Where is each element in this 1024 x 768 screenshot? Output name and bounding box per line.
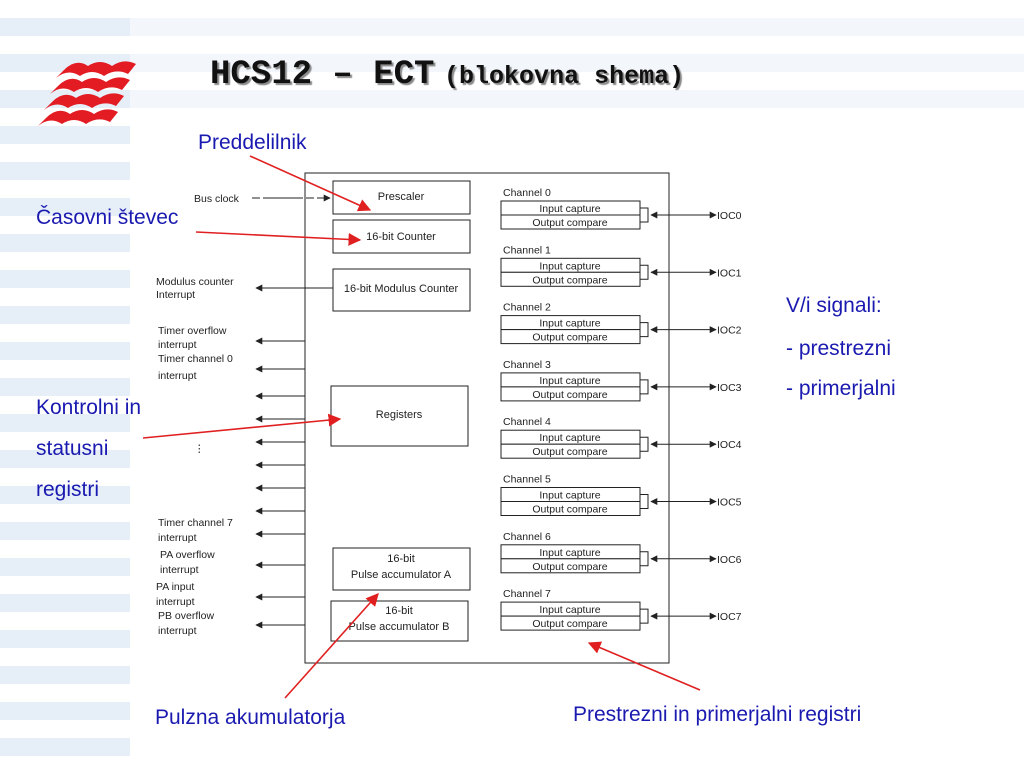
callout-pulzna: Pulzna akumulatorja [155, 706, 346, 729]
channel-2-bracket [640, 322, 649, 338]
sig-tc0-1: Timer channel 0 [158, 353, 233, 365]
sig-pain-1: PA input [156, 581, 194, 593]
channel-5-bracket [640, 494, 649, 509]
callout-arrow-counter [195, 231, 362, 246]
channel-7-input-capture-label: Input capture [539, 604, 600, 616]
channel-6-pin-label: IOC6 [717, 554, 742, 566]
channel-0-input-capture-label: Input capture [539, 203, 600, 215]
channel-2-name: Channel 2 [503, 302, 551, 314]
channel-6-bracket [640, 551, 649, 567]
callout-vi-item-2: - primerjalni [786, 377, 896, 400]
channel-7-name: Channel 7 [503, 588, 551, 600]
channel-7-output-compare-label: Output compare [532, 618, 607, 630]
callout-vi-title: V/i signali: [786, 294, 882, 317]
sig-dots: ⋮ [194, 443, 205, 455]
channel-4-pin-label: IOC4 [717, 439, 742, 451]
sig-tc0-2: interrupt [158, 370, 197, 382]
channel-5-input-capture-label: Input capture [539, 490, 600, 502]
channel-5-pin-label: IOC5 [717, 497, 742, 509]
sig-paov-2: interrupt [160, 564, 199, 576]
logo-icon [38, 61, 136, 126]
callout-arrow-pulse-acc [284, 593, 379, 699]
sig-paov-1: PA overflow [160, 549, 215, 561]
callout-prestrezni: Prestrezni in primerjalni registri [573, 703, 862, 726]
callout-kontrolni-1: Kontrolni in [36, 396, 142, 419]
title-main: HCS12 – ECT [210, 56, 435, 94]
channel-7-pin-label: IOC7 [717, 611, 742, 623]
sig-tc7-1: Timer channel 7 [158, 517, 233, 529]
prescaler-label: Prescaler [378, 191, 425, 203]
callout-arrow-registers [142, 413, 342, 439]
pa-label-2: Pulse accumulator A [351, 569, 452, 581]
sig-modulus-1: Modulus counter [156, 276, 234, 288]
callout-vi-item-1: - prestrezni [786, 337, 892, 360]
pb-label-2: Pulse accumulator B [349, 621, 450, 633]
channel-0-name: Channel 0 [503, 187, 551, 199]
sig-pain-2: interrupt [156, 596, 195, 608]
title-sub: (blokovna shema) [444, 62, 685, 91]
modulus-counter-block [332, 268, 471, 312]
channel-3-pin-label: IOC3 [717, 382, 742, 394]
channel-0-bracket [640, 207, 649, 223]
channel-4-output-compare-label: Output compare [532, 446, 607, 458]
page-title: HCS12 – ECT (blokovna shema) [210, 56, 684, 94]
bus-clock-label: Bus clock [194, 193, 240, 205]
channel-4-input-capture-label: Input capture [539, 432, 600, 444]
channel-1-output-compare-label: Output compare [532, 274, 607, 286]
sig-tc7-2: interrupt [158, 532, 197, 544]
channel-7-bracket [640, 608, 649, 624]
channel-1-pin-label: IOC1 [717, 267, 742, 279]
pb-label-1: 16-bit [385, 605, 413, 617]
channel-5-output-compare-label: Output compare [532, 504, 607, 516]
sig-tov-1: Timer overflow [158, 325, 227, 337]
background-stripes-left [0, 0, 130, 768]
sig-pbov-2: interrupt [158, 625, 197, 637]
channel-3-bracket [640, 379, 649, 395]
sig-pbov-1: PB overflow [158, 610, 214, 622]
callout-casovni-stevec: Časovni števec [36, 206, 179, 229]
callout-kontrolni-2: statusni [36, 437, 109, 460]
callout-arrow-channels [587, 641, 701, 691]
channel-0-output-compare-label: Output compare [532, 217, 607, 229]
channel-1-name: Channel 1 [503, 244, 551, 256]
channel-6-input-capture-label: Input capture [539, 547, 600, 559]
callout-arrow-prescaler [249, 155, 372, 212]
channel-5-name: Channel 5 [503, 474, 551, 486]
pulse-accumulator-a-block [332, 547, 471, 591]
channel-6-name: Channel 6 [503, 531, 551, 543]
counter-label: 16-bit Counter [366, 231, 436, 243]
prescaler-block [332, 180, 471, 215]
sig-tov-2: interrupt [158, 339, 197, 351]
channel-2-input-capture-label: Input capture [539, 318, 600, 330]
channel-4-name: Channel 4 [503, 416, 551, 428]
channel-4-bracket [640, 436, 649, 452]
channel-2-pin-label: IOC2 [717, 325, 742, 337]
channel-3-name: Channel 3 [503, 359, 551, 371]
sig-modulus-2: Interrupt [156, 289, 195, 301]
callout-kontrolni-3: registri [36, 478, 100, 501]
modulus-counter-label: 16-bit Modulus Counter [344, 283, 459, 295]
channel-6-output-compare-label: Output compare [532, 561, 607, 573]
channel-3-input-capture-label: Input capture [539, 375, 600, 387]
channel-1-input-capture-label: Input capture [539, 260, 600, 272]
channel-1-bracket [640, 264, 649, 280]
pa-label-1: 16-bit [387, 553, 415, 565]
registers-block [330, 385, 469, 447]
registers-label: Registers [376, 409, 423, 421]
channel-3-output-compare-label: Output compare [532, 389, 607, 401]
channel-0-pin-label: IOC0 [717, 210, 742, 222]
callout-preddelilnik: Preddelilnik [198, 131, 307, 154]
channel-2-output-compare-label: Output compare [532, 332, 607, 344]
